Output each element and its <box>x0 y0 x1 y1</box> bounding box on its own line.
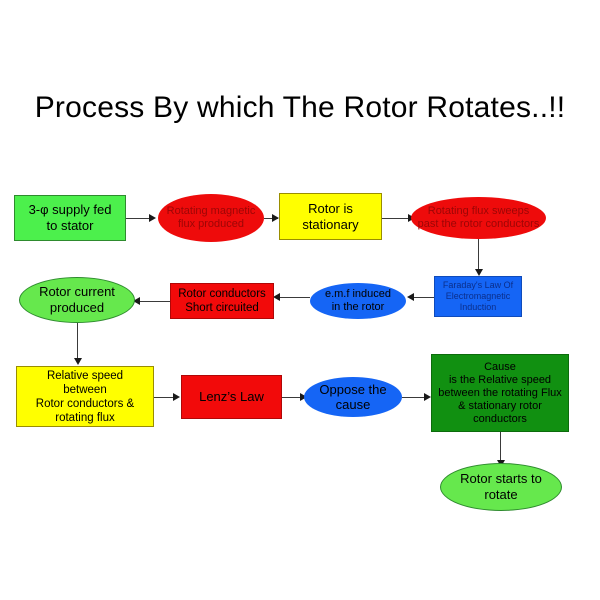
arrowhead-supply-to-rotating-flux <box>149 214 156 222</box>
connector-rotor-current-to-relative-speed <box>77 323 78 362</box>
node-faraday-law: Faraday's Law Of Electromagnetic Inducti… <box>434 276 522 317</box>
node-rotating-magnetic-flux-produced: Rotating magnetic flux produced <box>158 194 264 242</box>
connector-lenz-to-oppose <box>282 397 304 398</box>
node-flux-sweeps-rotor-conductors: Rotating flux sweeps past the rotor cond… <box>411 197 546 239</box>
arrowhead-relative-speed-to-lenz <box>173 393 180 401</box>
connector-relative-speed-to-lenz <box>154 397 176 398</box>
node-emf-induced-in-rotor-label: e.m.f induced in the rotor <box>324 288 392 313</box>
arrowhead-faraday-to-emf <box>407 293 414 301</box>
arrowhead-flux-sweeps-to-faraday <box>475 269 483 276</box>
node-supply-fed-to-stator: 3-φ supply fed to stator <box>14 195 126 241</box>
connector-rotating-flux-to-rotor-stationary <box>264 218 278 219</box>
node-rotor-current-produced-label: Rotor current produced <box>39 284 115 315</box>
node-rotor-conductors-short-circuited-label: Rotor conductors Short circuited <box>178 288 266 314</box>
arrowhead-rotor-current-to-relative-speed <box>74 358 82 365</box>
connector-short-circuited-to-rotor-current <box>137 301 170 302</box>
node-flux-sweeps-rotor-conductors-label: Rotating flux sweeps past the rotor cond… <box>417 205 540 230</box>
node-oppose-the-cause-label: Oppose the cause <box>319 382 387 412</box>
node-lenz-law-label: Lenz’s Law <box>199 389 264 404</box>
node-lenz-law: Lenz’s Law <box>181 375 282 419</box>
node-rotor-starts-to-rotate-label: Rotor starts to rotate <box>460 471 542 502</box>
node-rotor-current-produced: Rotor current produced <box>19 277 135 323</box>
arrowhead-short-circuited-to-rotor-current <box>133 297 140 305</box>
node-oppose-the-cause: Oppose the cause <box>304 377 402 417</box>
node-relative-speed: Relative speed between Rotor conductors … <box>16 366 154 427</box>
connector-flux-sweeps-to-faraday <box>478 239 479 273</box>
page-title: Process By which The Rotor Rotates..!! <box>34 91 566 124</box>
connector-emf-to-short-circuited <box>277 297 310 298</box>
node-cause-relative-speed: Cause is the Relative speed between the … <box>431 354 569 432</box>
arrowhead-emf-to-short-circuited <box>273 293 280 301</box>
node-faraday-law-label: Faraday's Law Of Electromagnetic Inducti… <box>442 280 514 312</box>
node-emf-induced-in-rotor: e.m.f induced in the rotor <box>310 283 406 319</box>
node-rotating-magnetic-flux-produced-label: Rotating magnetic flux produced <box>166 205 256 230</box>
node-rotor-is-stationary: Rotor is stationary <box>279 193 382 240</box>
connector-supply-to-rotating-flux <box>126 218 151 219</box>
connector-faraday-to-emf <box>411 297 434 298</box>
node-rotor-conductors-short-circuited: Rotor conductors Short circuited <box>170 283 274 319</box>
connector-oppose-to-cause <box>402 397 428 398</box>
node-cause-relative-speed-label: Cause is the Relative speed between the … <box>438 360 562 425</box>
arrowhead-rotating-flux-to-rotor-stationary <box>272 214 279 222</box>
node-rotor-starts-to-rotate: Rotor starts to rotate <box>440 463 562 511</box>
node-rotor-is-stationary-label: Rotor is stationary <box>302 200 359 232</box>
arrowhead-oppose-to-cause <box>424 393 431 401</box>
node-supply-fed-to-stator-label: 3-φ supply fed to stator <box>28 202 112 233</box>
connector-cause-to-rotor-rotates <box>500 432 501 464</box>
connector-rotor-stationary-to-flux-sweeps <box>382 218 412 219</box>
node-relative-speed-label: Relative speed between Rotor conductors … <box>35 369 135 424</box>
arrowhead-lenz-to-oppose <box>300 393 307 401</box>
